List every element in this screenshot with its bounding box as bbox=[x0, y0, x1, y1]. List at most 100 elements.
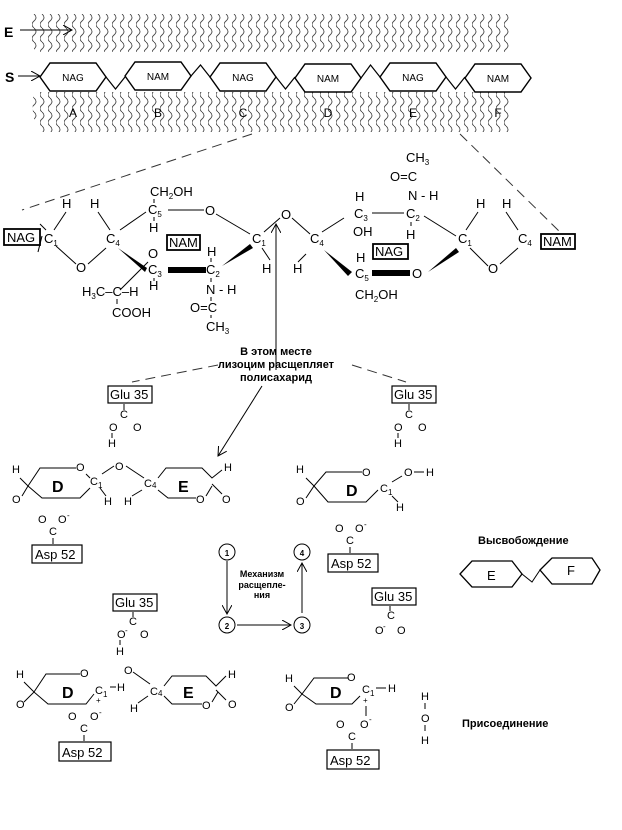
nag-box-left bbox=[3, 228, 41, 246]
svg-text:2: 2 bbox=[225, 622, 230, 631]
svg-text:Asp 52: Asp 52 bbox=[35, 547, 75, 562]
glycosidic-link bbox=[360, 64, 381, 79]
svg-text:3: 3 bbox=[300, 622, 305, 631]
svg-text:C: C bbox=[120, 409, 128, 421]
svg-text:C4: C4 bbox=[310, 231, 324, 248]
svg-text:C1: C1 bbox=[252, 231, 266, 248]
svg-text:O: O bbox=[362, 467, 371, 479]
asp52-step2: O O - C Asp 52 bbox=[58, 708, 112, 762]
svg-text:O: O bbox=[285, 702, 294, 714]
nag-label-left: NAG bbox=[7, 230, 35, 245]
site-label-f: F bbox=[494, 106, 501, 120]
enzyme-label-group: E bbox=[4, 24, 72, 40]
svg-text:O: O bbox=[140, 629, 149, 641]
enzyme-lower-wall bbox=[32, 92, 513, 132]
released-ef: E F bbox=[459, 557, 601, 588]
svg-text:-: - bbox=[364, 520, 367, 529]
svg-text:Glu 35: Glu 35 bbox=[374, 589, 412, 604]
svg-text:+: + bbox=[363, 696, 368, 705]
svg-text:O: O bbox=[488, 261, 498, 276]
svg-text:H: H bbox=[16, 669, 24, 681]
enzyme-label: E bbox=[4, 24, 13, 40]
site-label-d: D bbox=[324, 106, 333, 120]
glycosidic-link bbox=[445, 76, 466, 90]
svg-text:C1: C1 bbox=[90, 476, 103, 490]
svg-text:H: H bbox=[224, 462, 232, 474]
enzyme-upper-wall bbox=[30, 14, 513, 52]
asp52-step4: O O - C Asp 52 bbox=[327, 520, 379, 573]
svg-text:O: O bbox=[355, 523, 364, 535]
step-1-circle bbox=[218, 543, 236, 561]
svg-text:O: O bbox=[375, 625, 384, 637]
svg-text:CH3: CH3 bbox=[206, 319, 230, 336]
svg-text:C4: C4 bbox=[518, 231, 532, 248]
step-3-circle bbox=[293, 616, 311, 634]
svg-text:C4: C4 bbox=[150, 686, 163, 698]
glycosidic-link bbox=[275, 76, 296, 90]
glycosidic-link bbox=[105, 76, 126, 90]
svg-text:OH: OH bbox=[353, 224, 373, 239]
svg-text:O: O bbox=[38, 514, 47, 526]
svg-text:-: - bbox=[99, 708, 102, 717]
glu35-top-left: Glu 35 C O O H bbox=[107, 385, 153, 450]
svg-text:Glu 35: Glu 35 bbox=[115, 595, 153, 610]
svg-text:полисахарид: полисахарид bbox=[240, 372, 312, 384]
glu35-top-right: Glu 35 C O O H bbox=[391, 385, 437, 450]
svg-text:D: D bbox=[62, 685, 74, 702]
svg-text:C: C bbox=[49, 526, 57, 538]
glu35-step2: Glu 35 C O - O H bbox=[112, 593, 158, 658]
svg-text:E: E bbox=[487, 568, 496, 583]
svg-text:ния: ния bbox=[254, 590, 270, 600]
svg-text:H: H bbox=[502, 196, 511, 211]
svg-text:H: H bbox=[207, 244, 216, 259]
step3-intermediate: H O O D C1 + H bbox=[285, 672, 396, 716]
svg-text:N - H: N - H bbox=[206, 282, 236, 297]
svg-text:лизоцим расщепляет: лизоцим расщепляет bbox=[218, 359, 335, 371]
site-label-e: E bbox=[409, 106, 417, 120]
glycosidic-oxygen: O bbox=[281, 207, 291, 222]
svg-text:Glu 35: Glu 35 bbox=[394, 387, 432, 402]
nam-label-right: NAM bbox=[543, 234, 572, 249]
svg-text:C: C bbox=[346, 535, 354, 547]
sugar-unit-label: NAM bbox=[147, 72, 169, 83]
step1-substrate: H O O D C1 H O C4 H O E H O bbox=[12, 461, 232, 508]
svg-text:H: H bbox=[394, 438, 402, 450]
svg-text:O: O bbox=[76, 260, 86, 275]
substrate-label: S bbox=[5, 69, 14, 85]
svg-text:H: H bbox=[130, 703, 138, 715]
svg-text:O: O bbox=[336, 719, 345, 731]
svg-text:COOH: COOH bbox=[112, 305, 151, 320]
svg-text:H: H bbox=[426, 467, 434, 479]
svg-text:D: D bbox=[330, 685, 342, 702]
svg-text:H: H bbox=[293, 261, 302, 276]
svg-text:Asp 52: Asp 52 bbox=[331, 556, 371, 571]
nag-label-right: NAG bbox=[375, 244, 403, 259]
nam-box bbox=[166, 234, 201, 251]
svg-text:H: H bbox=[356, 250, 365, 265]
svg-text:H: H bbox=[476, 196, 485, 211]
svg-text:O: O bbox=[335, 523, 344, 535]
svg-text:-: - bbox=[67, 511, 70, 520]
svg-text:C2: C2 bbox=[206, 262, 220, 279]
mechanism-cycle: 1 2 3 4 Механизм расщепле- ния bbox=[218, 543, 311, 634]
svg-text:O: O bbox=[397, 625, 406, 637]
nam-label: NAM bbox=[169, 235, 198, 250]
svg-text:CH2OH: CH2OH bbox=[355, 287, 398, 304]
svg-text:O: O bbox=[58, 514, 67, 526]
svg-text:E: E bbox=[183, 685, 194, 702]
dash-right bbox=[351, 364, 407, 383]
polysaccharide-structure: NAG C1 H O C4 H C5 CH2OH H O NAM C3 O H bbox=[3, 150, 576, 336]
svg-text:O: O bbox=[115, 461, 124, 473]
site-label-a: A bbox=[69, 106, 77, 120]
svg-text:C2: C2 bbox=[406, 206, 420, 223]
svg-text:Asp 52: Asp 52 bbox=[330, 753, 370, 768]
svg-text:O: O bbox=[117, 629, 126, 641]
svg-text:O: O bbox=[80, 668, 89, 680]
svg-text:H: H bbox=[262, 261, 271, 276]
nag-box-right bbox=[372, 243, 409, 260]
svg-text:C3: C3 bbox=[148, 262, 162, 279]
asp52-step3: O O - C Asp 52 bbox=[326, 715, 380, 770]
svg-text:H: H bbox=[108, 438, 116, 450]
c4-nam: C4 bbox=[106, 231, 120, 248]
